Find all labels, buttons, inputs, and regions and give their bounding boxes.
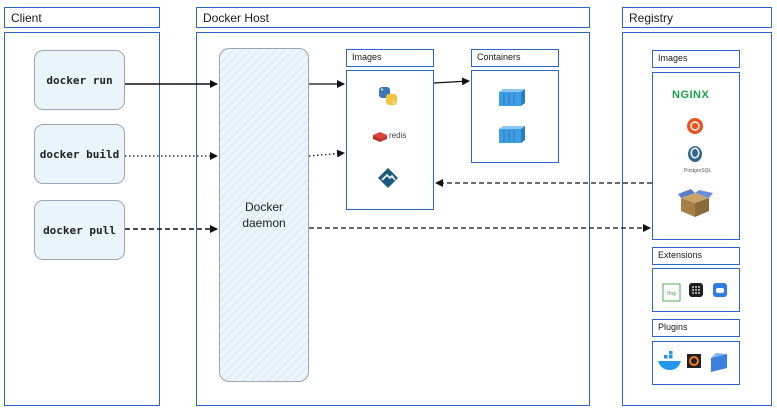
registry-plugins-title-text: Plugins	[658, 322, 688, 332]
host-title: Docker Host	[196, 7, 590, 28]
redis-icon	[373, 132, 387, 142]
registry-title-text: Registry	[629, 11, 674, 25]
docker-run-command[interactable]: docker run	[34, 50, 125, 110]
host-containers-title-text: Containers	[477, 52, 521, 62]
client-title-text: Client	[11, 11, 42, 25]
jfrog-icon: frog	[662, 283, 681, 302]
container-icon	[499, 89, 525, 106]
daemon-build-images-arrow	[308, 149, 345, 158]
host-containers-title: Containers	[471, 49, 559, 67]
images-to-containers-arrow	[433, 77, 470, 86]
registry-images-title: Images	[652, 50, 740, 68]
host-images-title-text: Images	[352, 52, 382, 62]
registry-plugins-title: Plugins	[652, 319, 740, 337]
docker-daemon: Docker daemon	[219, 48, 309, 382]
registry-extensions-title: Extensions	[652, 247, 740, 265]
postgresql-icon	[688, 146, 702, 162]
host-containers-box	[471, 70, 559, 163]
redis-label: redis	[389, 131, 407, 140]
daemon-label-line1: Docker	[244, 200, 283, 214]
registry-images-title-text: Images	[658, 53, 688, 63]
container-icon	[499, 126, 525, 143]
host-title-text: Docker Host	[203, 11, 270, 25]
docker-whale-icon	[658, 351, 681, 370]
daemon-label-line2: daemon	[242, 216, 286, 230]
storage-icon	[711, 353, 727, 372]
client-title: Client	[4, 7, 160, 28]
docker-build-command[interactable]: docker build	[34, 124, 125, 184]
grid-app-icon	[689, 283, 703, 297]
cloud-tool-icon	[713, 283, 727, 297]
package-box-icon	[678, 189, 713, 217]
postgresql-label: PostgreSQL	[684, 168, 712, 174]
docker-pull-command[interactable]: docker pull	[34, 200, 125, 260]
grafana-icon	[687, 354, 701, 368]
nginx-logo: NGINX	[672, 89, 710, 101]
alpine-icon	[378, 168, 398, 188]
svg-text:frog: frog	[667, 291, 676, 297]
host-images-title: Images	[346, 49, 434, 67]
registry-title: Registry	[622, 7, 772, 28]
python-icon	[379, 87, 397, 105]
registry-extensions-title-text: Extensions	[658, 250, 703, 260]
ubuntu-icon	[687, 118, 703, 134]
